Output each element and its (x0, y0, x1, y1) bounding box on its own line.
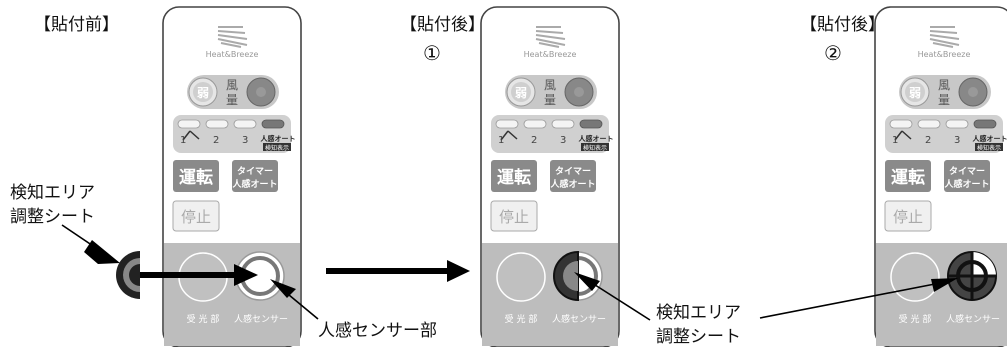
remote-panel-after-1: Heat&Breeze 弱 風 量 1 2 3 人感オート 検知表示 運転 タイ… (480, 6, 620, 347)
svg-text:2: 2 (531, 135, 537, 146)
detection-sheet-open-quarter (972, 252, 996, 276)
sheet-callout-arrow (61, 224, 120, 264)
indicator-group (885, 115, 1003, 153)
indicator-group (173, 115, 291, 153)
svg-text:風: 風 (544, 78, 556, 92)
svg-text:検知表示: 検知表示 (265, 144, 289, 152)
sheet-label-line1: 検知エリア (10, 183, 95, 203)
weak-button[interactable]: 弱 (197, 85, 209, 100)
sensor-part-label: 人感センサー部 (318, 321, 437, 341)
weak-button[interactable]: 弱 (515, 85, 527, 100)
run-button[interactable] (491, 160, 537, 192)
svg-text:風: 風 (938, 78, 950, 92)
svg-text:タイマー: タイマー (555, 165, 591, 177)
brand-logo: Heat&Breeze (918, 26, 971, 59)
weak-button[interactable]: 弱 (909, 85, 921, 100)
stage-label-after-1: 【貼付後】 (400, 15, 485, 35)
brand-logo: Heat&Breeze (206, 26, 259, 59)
stage-label-before: 【貼付前】 (34, 15, 119, 35)
svg-text:人感センサー: 人感センサー (234, 313, 288, 325)
svg-text:人感オート: 人感オート (549, 178, 595, 190)
svg-text:Heat&Breeze: Heat&Breeze (206, 50, 259, 59)
svg-text:Heat&Breeze: Heat&Breeze (918, 50, 971, 59)
svg-text:受 光 部: 受 光 部 (899, 313, 932, 325)
indicator-group (491, 115, 609, 153)
svg-text:運転: 運転 (179, 167, 213, 188)
stage-label-after-2: 【貼付後】 (800, 15, 885, 35)
svg-text:人感オート: 人感オート (579, 134, 614, 143)
receiver (496, 252, 546, 302)
svg-text:人感オート: 人感オート (943, 178, 989, 190)
stage-number-1: ① (423, 41, 441, 65)
sheet-label-2-line2: 調整シート (656, 327, 741, 347)
svg-text:3: 3 (560, 135, 566, 146)
svg-text:受 光 部: 受 光 部 (505, 313, 538, 325)
sensor-callout-arrow (270, 279, 319, 320)
svg-text:運転: 運転 (891, 167, 925, 188)
timer-button[interactable] (550, 160, 596, 192)
svg-text:量: 量 (938, 93, 950, 107)
svg-text:人感センサー: 人感センサー (946, 313, 1000, 325)
sheet-callout-arrow-2 (574, 272, 651, 321)
remote-panel-before: Heat&Breeze 弱 風 量 1 2 3 人感オート 検知表示 運転 タイ… (162, 6, 302, 347)
sheet-label-line2: 調整シート (10, 207, 95, 227)
svg-text:停止: 停止 (499, 208, 529, 226)
svg-text:2: 2 (925, 135, 931, 146)
svg-text:3: 3 (954, 135, 960, 146)
stage-number-2: ② (824, 41, 842, 65)
remote-panel-after-2: Heat&Breeze 弱 風 量 1 2 3 人感オート 検知表示 運転 タイ… (874, 6, 1007, 347)
stop-button[interactable] (884, 200, 932, 232)
svg-text:検知表示: 検知表示 (583, 144, 607, 152)
svg-text:人感センサー: 人感センサー (552, 313, 606, 325)
svg-text:人感オート: 人感オート (261, 134, 296, 143)
brand-logo: Heat&Breeze (524, 26, 577, 59)
receiver (890, 252, 940, 302)
svg-text:1: 1 (892, 135, 898, 146)
timer-button[interactable] (944, 160, 990, 192)
svg-text:人感オート: 人感オート (231, 178, 277, 190)
sheet-label-2-line1: 検知エリア (656, 303, 741, 323)
svg-text:受 光 部: 受 光 部 (187, 313, 220, 325)
run-button[interactable] (173, 160, 219, 192)
svg-text:1: 1 (498, 135, 504, 146)
apply-arrow (140, 264, 258, 286)
run-button[interactable] (885, 160, 931, 192)
svg-text:風: 風 (226, 78, 238, 92)
svg-text:運転: 運転 (497, 167, 531, 188)
svg-text:タイマー: タイマー (237, 165, 273, 177)
detection-sheet (116, 251, 140, 299)
svg-text:量: 量 (226, 93, 238, 107)
stop-button[interactable] (490, 200, 538, 232)
sheet-callout-arrow-3 (759, 278, 958, 319)
stage-arrow (326, 260, 470, 282)
svg-text:2: 2 (213, 135, 219, 146)
svg-text:Heat&Breeze: Heat&Breeze (524, 50, 577, 59)
svg-text:停止: 停止 (181, 208, 211, 226)
svg-text:3: 3 (242, 135, 248, 146)
svg-text:検知表示: 検知表示 (977, 144, 1001, 152)
timer-button[interactable] (232, 160, 278, 192)
svg-text:1: 1 (180, 135, 186, 146)
svg-text:人感オート: 人感オート (973, 134, 1007, 143)
svg-text:タイマー: タイマー (949, 165, 985, 177)
svg-text:停止: 停止 (893, 208, 923, 226)
svg-text:量: 量 (544, 93, 556, 107)
stop-button[interactable] (172, 200, 220, 232)
